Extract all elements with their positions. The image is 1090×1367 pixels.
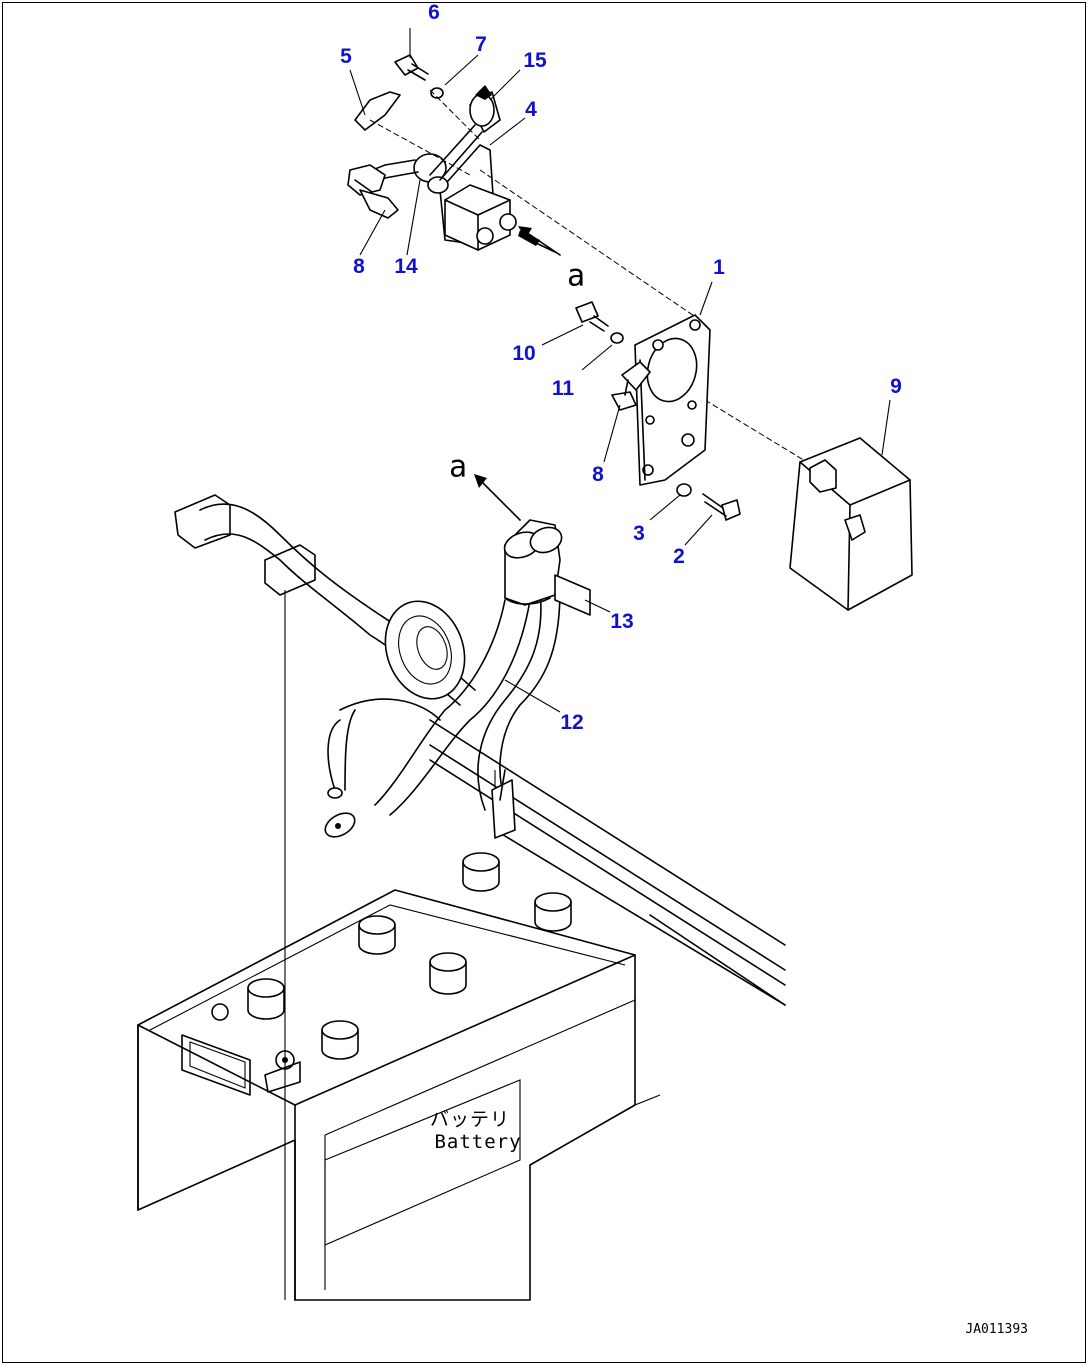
callout-11: 11 xyxy=(551,377,575,400)
callout-3: 3 xyxy=(633,522,645,545)
relay-cover xyxy=(789,437,913,611)
callout-6: 6 xyxy=(428,1,440,24)
callout-5: 5 xyxy=(340,45,352,68)
reference-mark-lower: a xyxy=(448,449,468,485)
grommet xyxy=(384,600,466,700)
drawing-code: JA011393 xyxy=(965,1322,1028,1337)
bolt xyxy=(394,54,429,81)
reference-arrow xyxy=(474,226,561,521)
terminal-clip xyxy=(611,361,651,411)
battery-label-jp: バッテリ xyxy=(429,1108,511,1131)
washer xyxy=(676,483,692,497)
callout-8-upper: 8 xyxy=(353,255,365,278)
callout-7: 7 xyxy=(475,33,487,56)
battery-relay xyxy=(413,124,556,253)
callout-8-lower: 8 xyxy=(592,463,604,486)
battery-cap xyxy=(247,852,572,1060)
callout-2: 2 xyxy=(673,545,685,568)
callout-13: 13 xyxy=(610,610,634,633)
callout-10: 10 xyxy=(512,342,536,365)
leader-lines xyxy=(349,28,891,713)
callout-9: 9 xyxy=(890,375,902,398)
relay-lead-wire xyxy=(347,159,419,219)
switch-knob xyxy=(469,85,501,133)
washer xyxy=(610,332,624,344)
washer xyxy=(430,87,444,99)
callout-1: 1 xyxy=(713,256,725,279)
battery-cable xyxy=(324,519,591,838)
bolt xyxy=(702,493,741,521)
mounting-bracket xyxy=(634,314,711,486)
terminal-cover xyxy=(354,91,401,131)
callout-4: 4 xyxy=(525,98,537,121)
callout-12: 12 xyxy=(560,711,584,734)
cable-clip xyxy=(491,779,516,839)
bolt xyxy=(575,301,609,332)
reference-mark-upper: a xyxy=(566,258,586,294)
callout-15: 15 xyxy=(523,49,547,72)
battery xyxy=(137,852,661,1301)
battery-label-en: Battery xyxy=(434,1131,522,1153)
callout-14: 14 xyxy=(394,255,418,278)
